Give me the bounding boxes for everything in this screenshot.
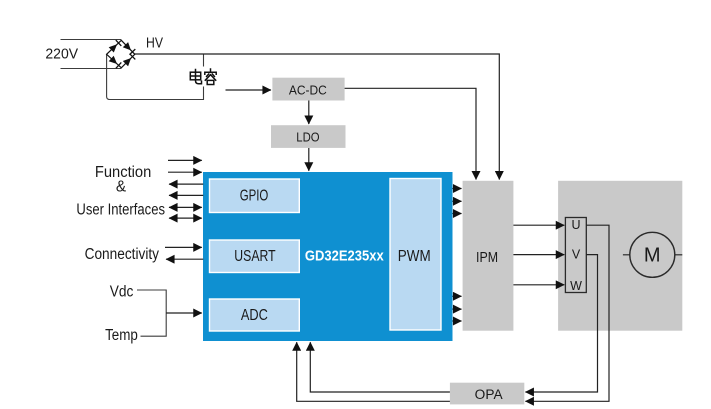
svg-text:Temp: Temp (105, 327, 138, 344)
svg-text:User Interfaces: User Interfaces (76, 202, 165, 219)
svg-text:GPIO: GPIO (240, 188, 269, 205)
svg-text:Vdc: Vdc (110, 283, 134, 300)
svg-text:PWM: PWM (398, 248, 431, 265)
svg-text:USART: USART (234, 248, 275, 265)
svg-text:HV: HV (146, 35, 163, 51)
svg-text:LDO: LDO (296, 129, 319, 144)
svg-text:GD32E235xx: GD32E235xx (305, 247, 384, 264)
svg-text:&: & (116, 179, 126, 196)
svg-text:220V: 220V (45, 47, 78, 63)
svg-text:U: U (571, 218, 580, 232)
svg-text:V: V (572, 247, 581, 261)
svg-text:AC-DC: AC-DC (289, 82, 327, 97)
svg-text:M: M (644, 245, 661, 267)
svg-text:IPM: IPM (476, 250, 498, 266)
svg-text:OPA: OPA (475, 387, 503, 402)
svg-text:Function: Function (95, 164, 151, 181)
svg-text:W: W (570, 279, 582, 293)
svg-text:Connectivity: Connectivity (85, 246, 160, 263)
svg-text:ADC: ADC (241, 307, 268, 324)
